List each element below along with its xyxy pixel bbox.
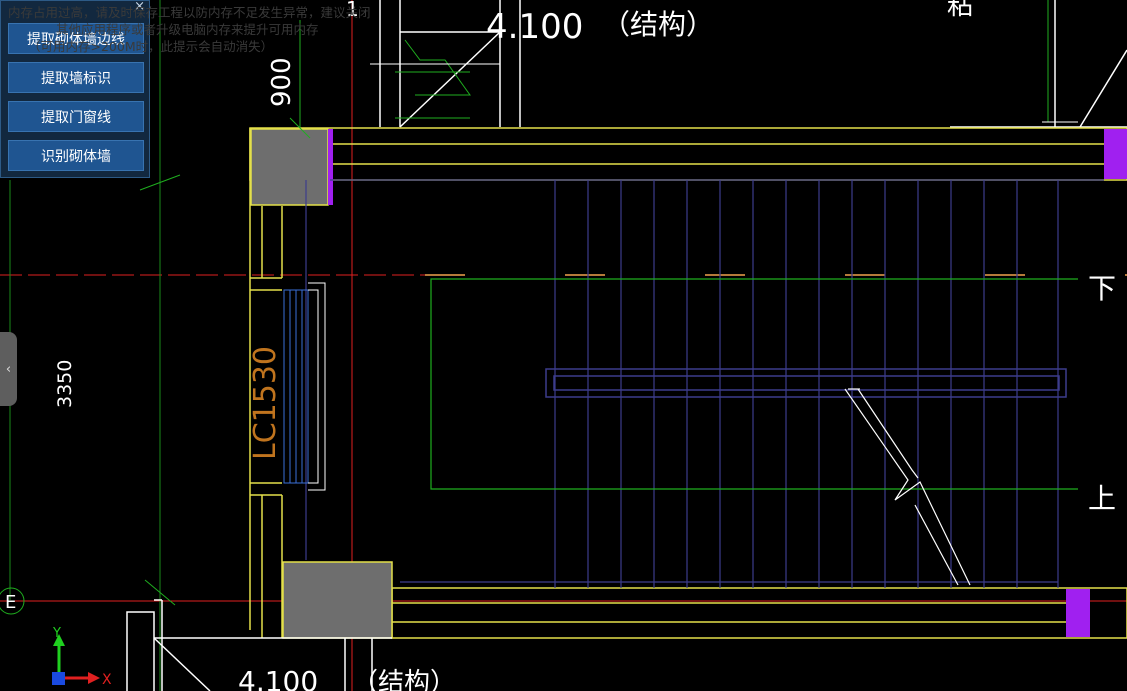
chevron-left-icon: ‹ bbox=[5, 361, 12, 377]
ucs-y-label: Y bbox=[52, 626, 61, 641]
label-up: 上 bbox=[1088, 482, 1116, 515]
dim-900-text: 900 bbox=[267, 57, 297, 107]
axis-bubble-e bbox=[0, 587, 25, 615]
window-lc1530[interactable] bbox=[283, 282, 326, 491]
axis-e-label: E bbox=[5, 592, 16, 613]
label-down: 下 bbox=[1088, 272, 1116, 305]
window-tag-text[interactable]: LC1530 bbox=[248, 346, 283, 460]
masonry-wall-panel: × 提取砌体墙边线 提取墙标识 提取门窗线 识别砌体墙 bbox=[0, 0, 150, 178]
wall-top bbox=[249, 127, 1127, 181]
stair-arrow-top bbox=[370, 0, 1078, 123]
extract-masonry-wall-edge-button[interactable]: 提取砌体墙边线 bbox=[8, 23, 144, 54]
magenta-column-bottom[interactable] bbox=[1066, 589, 1090, 637]
axis-1-label: 1 bbox=[346, 0, 359, 21]
stair-handrail bbox=[545, 368, 1067, 398]
extract-door-window-line-button[interactable]: 提取门窗线 bbox=[8, 101, 144, 132]
label-partial-top: 粘 bbox=[947, 0, 973, 21]
upper-structure bbox=[379, 0, 1127, 128]
dim-top-text: 4.100 bbox=[486, 7, 583, 47]
column-bottom-left[interactable] bbox=[282, 561, 393, 639]
stair-cut-line bbox=[844, 388, 971, 586]
dim-bottom-text: 4.100 bbox=[238, 665, 318, 691]
magenta-column-top[interactable] bbox=[1104, 129, 1127, 179]
dim-bottom-note: （结构） bbox=[352, 668, 456, 691]
column-top-left[interactable] bbox=[250, 128, 329, 206]
lower-left-structure bbox=[126, 599, 392, 691]
stair-run-lines bbox=[430, 278, 1078, 490]
stair-treads bbox=[305, 179, 1104, 588]
identify-masonry-wall-button[interactable]: 识别砌体墙 bbox=[8, 140, 144, 171]
dim-top-note: （结构） bbox=[602, 8, 714, 41]
ucs-axis-icon: Y X bbox=[52, 626, 112, 688]
extract-wall-label-button[interactable]: 提取墙标识 bbox=[8, 62, 144, 93]
side-collapse-tab[interactable]: ‹ bbox=[0, 332, 17, 406]
ucs-x-label: X bbox=[102, 672, 112, 688]
wall-bottom bbox=[391, 587, 1127, 639]
dim-3350-text: 3350 bbox=[54, 360, 76, 408]
close-icon[interactable]: × bbox=[134, 0, 145, 14]
